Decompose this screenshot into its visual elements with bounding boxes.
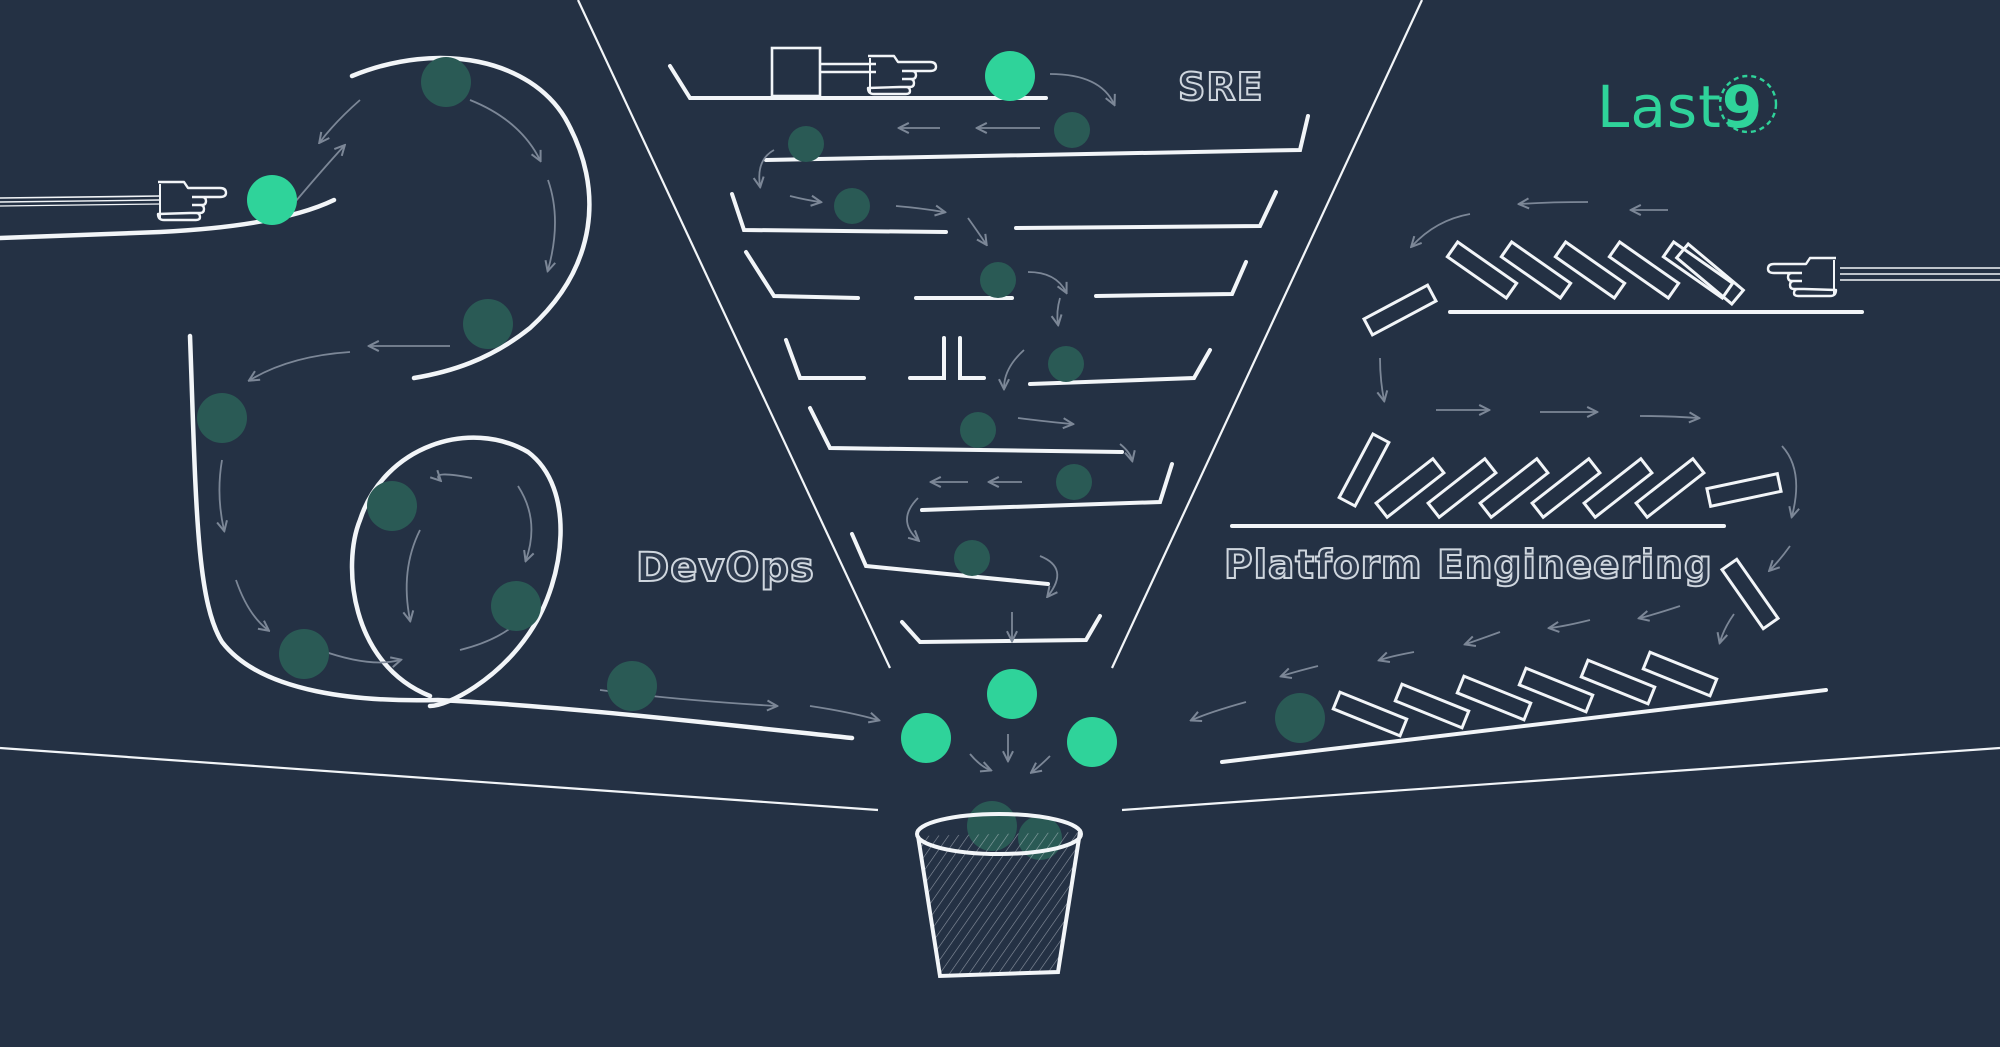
devops-track — [0, 55, 855, 741]
platform-ball — [1275, 693, 1325, 743]
domino-icon — [1705, 472, 1783, 508]
domino-row-middle — [1337, 432, 1783, 631]
platform-shelves — [1220, 310, 1864, 764]
logo-ring-icon — [1718, 74, 1778, 134]
domino-row-top — [1362, 240, 1745, 337]
label-sre: SRE — [1177, 65, 1264, 109]
falling-arrows — [969, 734, 1051, 772]
sre-pusher — [770, 46, 876, 98]
logo-text: Last9 — [1597, 78, 1763, 136]
sre-arrows — [759, 73, 1132, 640]
devops-balls — [197, 57, 657, 711]
logo-digit: 9 — [1721, 73, 1764, 141]
domino-icon — [1362, 283, 1438, 337]
logo-word: Last — [1597, 73, 1722, 141]
domino-icon — [1337, 432, 1391, 508]
last9-logo: Last9 — [1597, 66, 1787, 146]
label-devops: DevOps — [635, 545, 815, 591]
falling-balls — [901, 669, 1117, 767]
sre-balls — [788, 51, 1092, 576]
pointing-hand-icon — [156, 180, 228, 222]
domino-row-bottom — [1331, 650, 1719, 738]
platform-rope — [1840, 267, 2000, 281]
sre-shelves — [668, 64, 1310, 645]
bucket-icon — [915, 801, 1083, 979]
label-platform-engineering: Platform Engineering — [1223, 543, 1713, 588]
pointing-hand-icon — [866, 54, 938, 96]
divider-lines — [0, 0, 2000, 812]
pointing-hand-icon — [1766, 256, 1838, 298]
devops-arrows — [219, 99, 878, 720]
platform-arrows — [1192, 202, 1796, 720]
